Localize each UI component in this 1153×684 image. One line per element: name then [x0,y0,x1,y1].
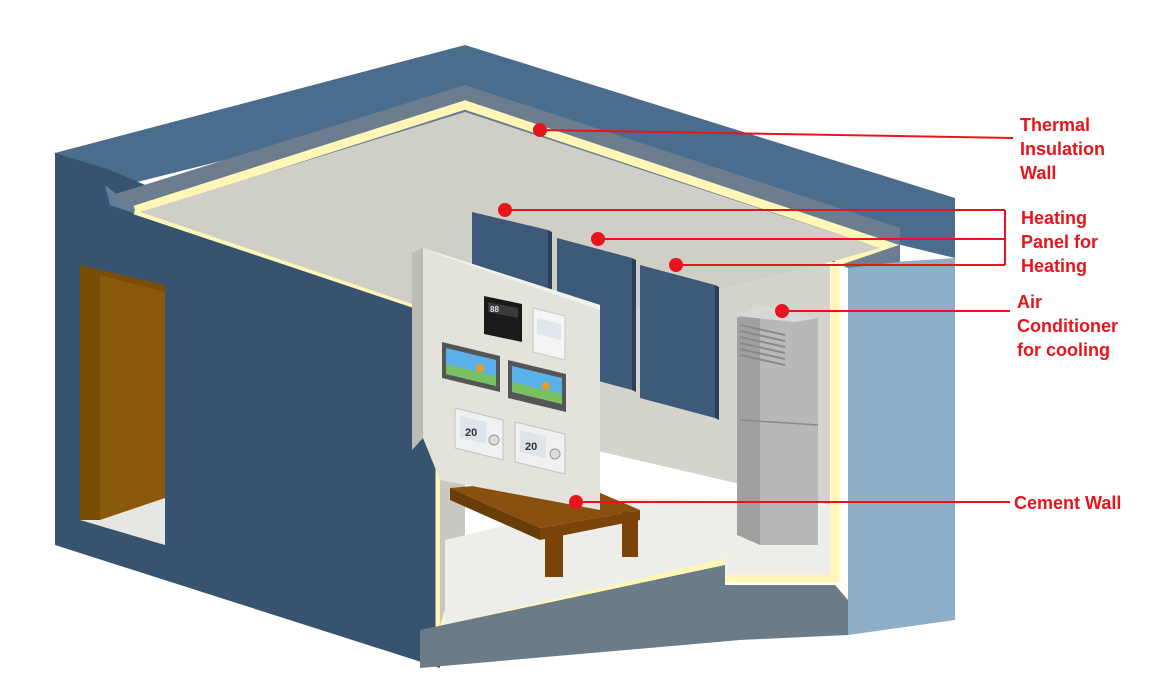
callout-dot [569,495,583,509]
callout-dot [669,258,683,272]
label-cement-wall: Cement Wall [1014,493,1122,513]
digital-thermostat-reading: 20 [465,427,477,439]
outer-wall-right-face [848,258,955,635]
door-frame [100,275,165,540]
door-floor [80,498,165,545]
callout-lines [505,129,1014,503]
cement-wall-side [412,248,423,450]
heating-panel-3-edge [715,285,719,420]
air-conditioner-seam [739,419,819,426]
callout-dot [591,232,605,246]
svg-text:88: 88 [490,305,499,314]
black-thermostat: 88 [484,296,522,342]
air-conditioner-vents [739,324,786,366]
wall-thickness-bottom [420,565,848,668]
digital-thermostat: 20 [514,421,566,475]
callout-dot [533,123,547,137]
outer-wall-top-ledge [55,45,955,258]
white-thermostat [532,307,566,361]
bench-leg [622,512,638,557]
touchscreen-panel [508,360,566,412]
digital-thermostat-reading: 20 [525,441,537,453]
callout-dot [498,203,512,217]
bench-front [450,488,540,540]
callout-dots [498,123,789,509]
heating-panel-2-edge [632,258,636,392]
label-thermal-insulation-wall: Thermal Insulation Wall [1020,115,1105,183]
heating-panel-3 [640,265,715,418]
bench-leg [545,532,563,577]
touchscreen-panel [442,342,500,392]
digital-thermostat: 20 [454,407,504,461]
callout-line-insulation [539,129,1014,139]
cement-wall-edge [423,248,600,310]
bench-front-right [540,510,640,540]
callout-dot [775,304,789,318]
label-heating-panel: Heating Panel for Heating [1021,208,1099,276]
air-conditioner-front [760,318,818,545]
label-air-conditioner: Air Conditioner for cooling [1017,292,1118,360]
